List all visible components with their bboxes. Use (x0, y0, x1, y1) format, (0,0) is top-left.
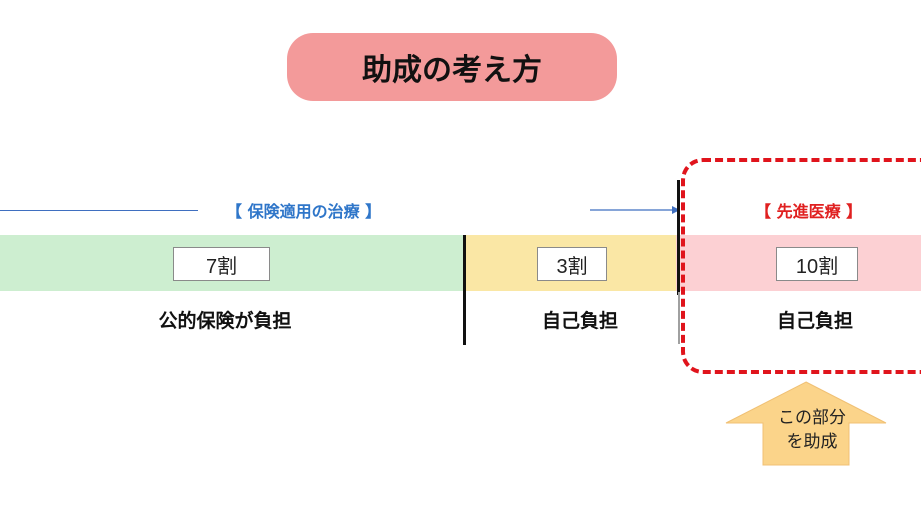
divider-public-self (463, 235, 466, 345)
advanced-payer-label: 自己負担 (776, 310, 853, 332)
subsidy-callout-line2: を助成 (786, 432, 838, 452)
subsidy-target-highlight (681, 158, 921, 374)
arrow-up-icon (725, 381, 887, 466)
page-title: 助成の考え方 (287, 33, 617, 101)
advanced-treatment-label: 【 先進医療 】 (755, 202, 863, 221)
subsidy-callout-line1: この部分 (778, 408, 846, 428)
public-share-box: 7割 (173, 247, 270, 281)
divider-insured-advanced-lower (678, 292, 680, 344)
advanced-share-box: 10割 (776, 247, 858, 281)
self-payer-label: 自己負担 (541, 310, 618, 332)
insured-treatment-label: 【 保険適用の治療 】 (226, 202, 382, 221)
public-payer-label: 公的保険が負担 (158, 310, 292, 332)
arrow-right-icon (590, 206, 680, 214)
divider-insured-advanced (677, 180, 680, 295)
subsidy-callout: この部分 を助成 (756, 406, 868, 454)
self-share-box: 3割 (537, 247, 607, 281)
insured-range-line (0, 210, 198, 211)
